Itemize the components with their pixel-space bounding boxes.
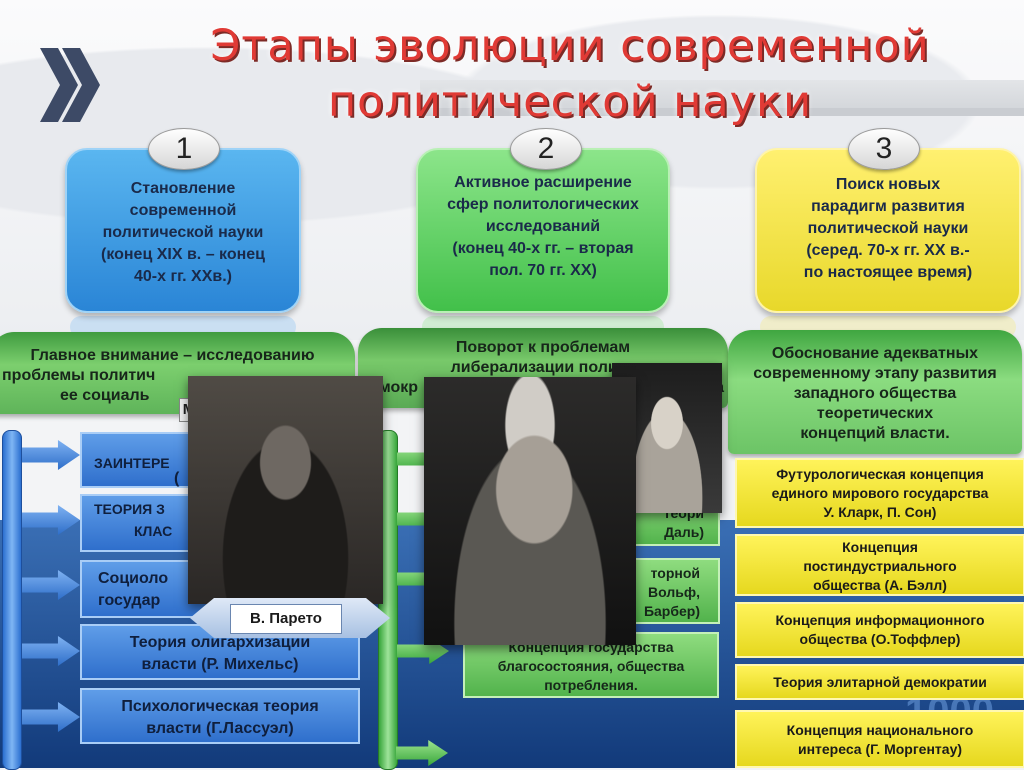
header-stripe-shadow xyxy=(420,108,1024,116)
double-chevron-icon xyxy=(40,48,100,122)
stage-3-number-badge: 3 xyxy=(848,128,920,170)
band-3-line: теоретических xyxy=(816,405,934,422)
stage-1-line: политической науки xyxy=(102,224,264,241)
page-title: Этапы эволюции современной политической … xyxy=(140,18,1000,130)
stage-3-box: Поиск новых парадигм развития политическ… xyxy=(755,148,1021,313)
stage-1-line: Становление xyxy=(130,180,236,197)
stage-3-line: (серед. 70-х гг. XX в.- xyxy=(806,242,970,259)
header-stripe xyxy=(420,80,1024,110)
photo-caption: В. Парето xyxy=(230,604,342,634)
page-title-line-1: Этапы эволюции современной xyxy=(210,21,930,71)
arrow-right-icon xyxy=(22,440,80,470)
stage-1-connector xyxy=(2,430,22,770)
item-line: единого мирового государства xyxy=(771,485,989,501)
stage-3-item: Теория элитарной демократии xyxy=(735,664,1024,700)
portrait-photo-pareto xyxy=(188,376,383,604)
item-line: власти (Р. Михельс) xyxy=(141,656,299,673)
item-line: Социоло xyxy=(98,570,169,587)
stage-3-focus-band: Обоснование адекватных современному этап… xyxy=(728,330,1022,454)
item-line: благосостояния, общества xyxy=(497,658,685,674)
stage-1-line: современной xyxy=(129,202,237,219)
item-line: КЛАС xyxy=(134,523,173,539)
item-line: Концепция информационного xyxy=(775,612,985,628)
stage-1-focus-band: Главное внимание – исследованию проблемы… xyxy=(0,332,355,414)
band-1-line: проблемы политич xyxy=(2,367,156,384)
stage-2-line: пол. 70 гг. XX) xyxy=(489,262,597,279)
stage-2-box: Активное расширение сфер политологически… xyxy=(416,148,670,313)
band-1-line: ее социаль xyxy=(60,387,150,404)
item-line: Барбер) xyxy=(643,603,700,619)
stage-1-number-badge: 1 xyxy=(148,128,220,170)
stage-2-line: Активное расширение xyxy=(454,174,632,191)
band-3-line: современному этапу развития xyxy=(753,365,997,382)
stage-3-line: парадигм развития xyxy=(811,198,965,215)
item-line: интереса (Г. Моргентау) xyxy=(797,741,963,757)
item-line: торной xyxy=(650,565,700,581)
stage-3-line: Поиск новых xyxy=(835,176,941,193)
item-line: Концепция национального xyxy=(786,722,974,738)
item-line: Психологическая теория xyxy=(121,698,319,715)
band-3-line: западного общества xyxy=(793,385,957,402)
stage-3-line: политической науки xyxy=(807,220,969,237)
stage-3-item: Концепция информационного общества (О.То… xyxy=(735,602,1024,658)
stage-1-item: Психологическая теория власти (Г.Лассуэл… xyxy=(80,688,360,744)
item-line: Теория олигархизации xyxy=(129,634,311,651)
item-line: ( xyxy=(174,470,180,487)
item-line: потребления. xyxy=(544,677,638,693)
item-line: постиндустриального xyxy=(803,558,957,574)
item-line: Вольф, xyxy=(648,584,700,600)
stage-1-line: 40-х гг. XXв.) xyxy=(133,268,233,285)
page-title-line-2: политической науки xyxy=(327,77,813,127)
item-line: Концепция xyxy=(842,539,918,555)
stage-1-line: (конец XIX в. – конец xyxy=(100,246,265,263)
stage-3-item: Концепция постиндустриального общества (… xyxy=(735,534,1024,596)
item-line: ТЕОРИЯ З xyxy=(94,501,165,517)
item-line: Теория элитарной демократии xyxy=(773,674,987,690)
stage-2-line: (конец 40-х гг. – вторая xyxy=(452,240,634,257)
item-line: государ xyxy=(98,592,161,609)
stage-3-item: Футурологическая концепция единого миров… xyxy=(735,458,1024,528)
stage-1-box: Становление современной политической нау… xyxy=(65,148,301,313)
item-line: Футурологическая концепция xyxy=(776,466,984,482)
item-line: власти (Г.Лассуэл) xyxy=(146,720,294,737)
stage-2-line: сфер политологических xyxy=(447,196,639,213)
band-1-line: Главное внимание – исследованию xyxy=(30,347,315,364)
band-2-line: либерализации полити xyxy=(450,359,636,376)
band-3-line: Обоснование адекватных xyxy=(771,345,979,362)
stage-2-line: исследований xyxy=(485,218,601,235)
item-line: общества (А. Бэлл) xyxy=(813,577,947,593)
item-line: Даль) xyxy=(664,524,704,540)
item-line: У. Кларк, П. Сон) xyxy=(823,504,937,520)
stage-2-number-badge: 2 xyxy=(510,128,582,170)
item-line: общества (О.Тоффлер) xyxy=(799,631,961,647)
portrait-photo-large xyxy=(424,377,636,645)
item-line: ЗАИНТЕРЕ xyxy=(94,455,170,471)
band-2-line: Поворот к проблемам xyxy=(455,339,631,356)
stage-3-item: Концепция национального интереса (Г. Мор… xyxy=(735,710,1024,768)
stage-3-line: по настоящее время) xyxy=(803,264,973,281)
band-3-line: концепций власти. xyxy=(800,425,950,442)
